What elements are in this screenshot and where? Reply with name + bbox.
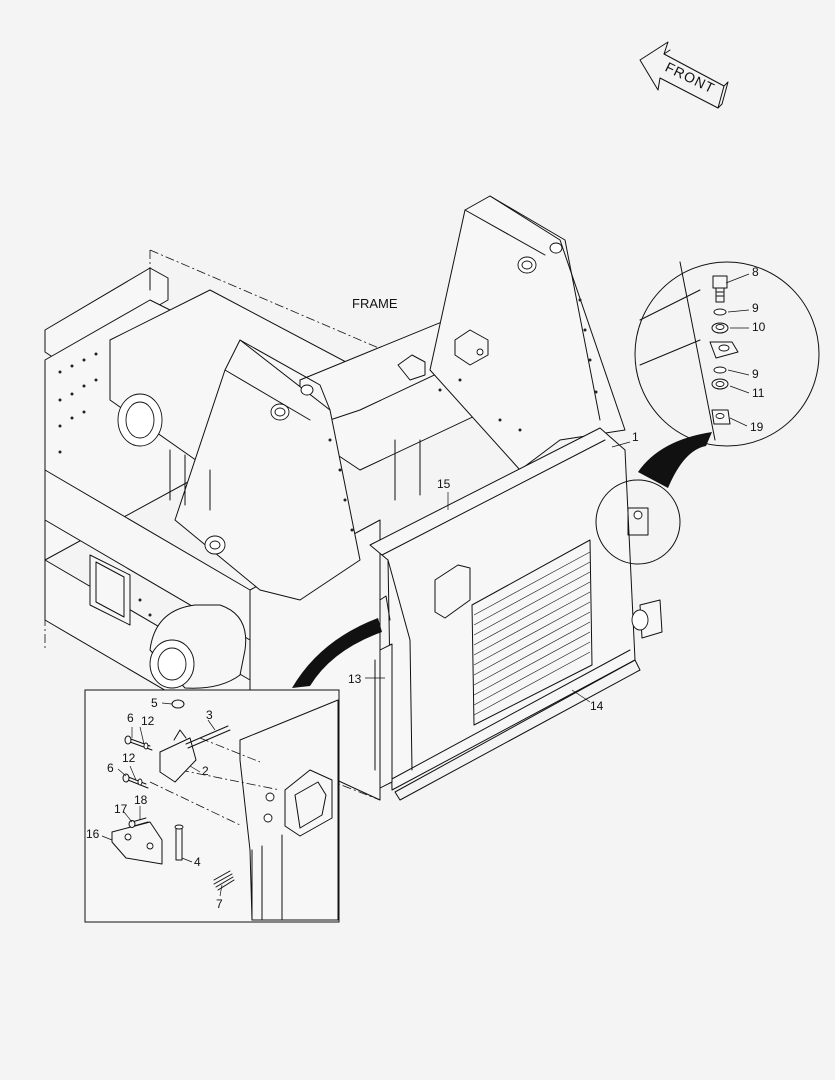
callout-6-lower: 6 — [107, 761, 114, 775]
callout-18: 18 — [134, 793, 148, 807]
arrow-to-latch-inset — [292, 618, 382, 688]
callout-9-upper: 9 — [752, 301, 759, 315]
callout-8: 8 — [752, 265, 759, 279]
callout-4: 4 — [194, 855, 201, 869]
callout-10: 10 — [752, 320, 766, 334]
callout-12-upper: 12 — [141, 714, 155, 728]
latch-detail-circle — [595, 479, 681, 639]
front-label: FRONT — [663, 59, 718, 97]
leader-lines — [101, 273, 750, 897]
callout-17: 17 — [114, 802, 128, 816]
callout-numbers: 1 15 13 14 8 9 10 9 11 19 5 3 6 12 2 12 … — [86, 265, 766, 911]
callout-7: 7 — [216, 897, 223, 911]
vent-grille — [471, 539, 593, 726]
callout-3: 3 — [206, 708, 213, 722]
arrow-to-zoom — [638, 432, 712, 488]
front-arrow: FRONT — [639, 41, 729, 109]
exhaust-tube — [149, 604, 247, 689]
callout-19: 19 — [750, 420, 764, 434]
radiator-guard — [369, 427, 641, 801]
callout-9-lower: 9 — [752, 367, 759, 381]
callout-16: 16 — [86, 827, 100, 841]
latch-inset — [84, 689, 340, 923]
zoom-detail-circle — [634, 261, 820, 447]
callout-13: 13 — [348, 672, 362, 686]
callout-6-upper: 6 — [127, 711, 134, 725]
callout-11: 11 — [752, 386, 765, 400]
callout-2: 2 — [202, 764, 209, 778]
frame-rivets — [58, 298, 598, 617]
callout-15: 15 — [437, 477, 451, 491]
frame-label: FRAME — [352, 296, 398, 311]
callout-14: 14 — [590, 699, 604, 713]
callout-12-lower: 12 — [122, 751, 136, 765]
callout-5: 5 — [151, 696, 158, 710]
callout-1: 1 — [632, 430, 639, 444]
